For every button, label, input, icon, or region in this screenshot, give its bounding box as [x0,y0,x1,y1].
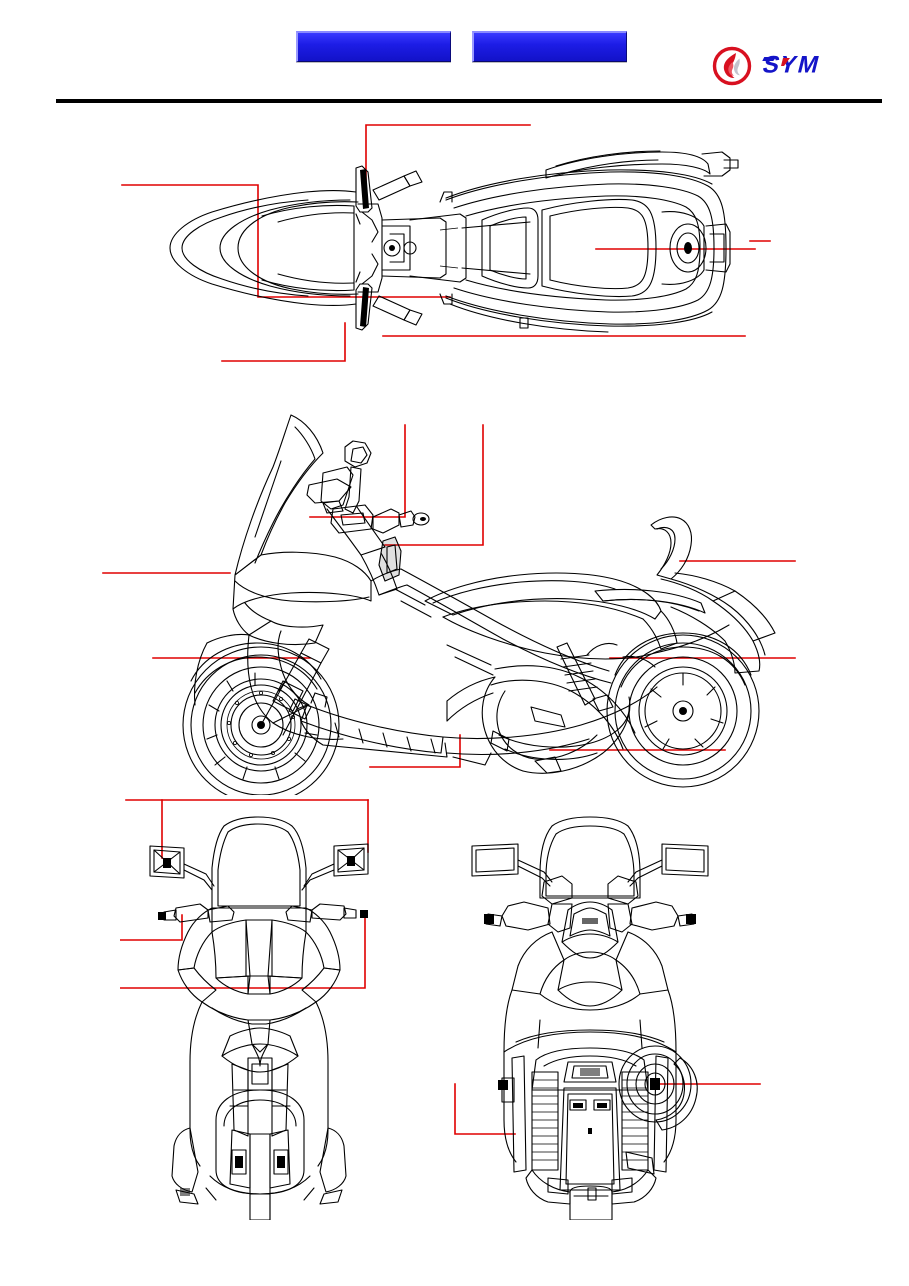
title-banner-right [472,31,627,62]
rear-view-leaders [454,1083,761,1135]
front-view-leaders [120,799,369,989]
top-view-leaders [121,124,771,362]
scooter-front-view [120,790,410,1220]
header-divider [56,99,882,103]
scooter-top-view [110,108,810,388]
top-view-artwork [169,150,739,333]
side-view-leaders [102,424,796,768]
svg-text:Y: Y [777,52,799,79]
scooter-side-view [95,405,895,795]
front-view-artwork [149,816,369,1220]
svg-text:M: M [795,52,821,79]
side-view-artwork [182,414,776,795]
rear-view-artwork [471,816,709,1220]
sym-flame-emblem-icon [712,46,752,86]
sym-wordmark: S Y M [756,44,856,86]
page-header: S Y M [0,0,909,103]
sym-logo: S Y M [712,44,856,88]
scooter-rear-view [440,790,780,1220]
title-banner-left [296,31,451,62]
